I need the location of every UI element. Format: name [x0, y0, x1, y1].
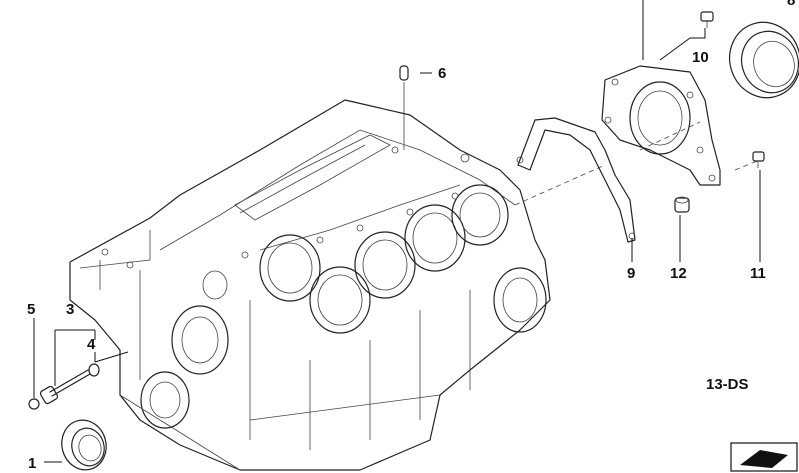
bolt-3 [39, 363, 100, 405]
callout-4[interactable]: 4 [87, 336, 96, 353]
engine-block-icon [730, 442, 798, 472]
engine-block [69, 99, 551, 471]
screw-5 [28, 398, 40, 410]
callout-3[interactable]: 3 [66, 301, 75, 318]
diagram-code: 13-DS [706, 376, 749, 393]
callout-10[interactable]: 10 [692, 49, 709, 66]
callout-9[interactable]: 9 [627, 265, 636, 282]
seal-carrier [601, 65, 721, 186]
callout-1[interactable]: 1 [28, 455, 37, 472]
callout-11[interactable]: 11 [750, 265, 766, 282]
radial-seal-8 [729, 21, 799, 99]
sleeve-12 [674, 196, 690, 213]
callout-5[interactable]: 5 [27, 301, 36, 318]
gasket-9 [517, 117, 636, 243]
cylinder-bores [259, 184, 509, 334]
callout-6[interactable]: 6 [438, 65, 447, 82]
screw-11 [752, 151, 765, 168]
callout-12[interactable]: 12 [670, 265, 687, 282]
dowel-pin-6 [399, 65, 409, 150]
leader-lines [33, 0, 761, 463]
screw-10 [700, 11, 714, 28]
callout-8[interactable]: 8 [787, 0, 796, 9]
front-seal-1 [61, 419, 107, 471]
